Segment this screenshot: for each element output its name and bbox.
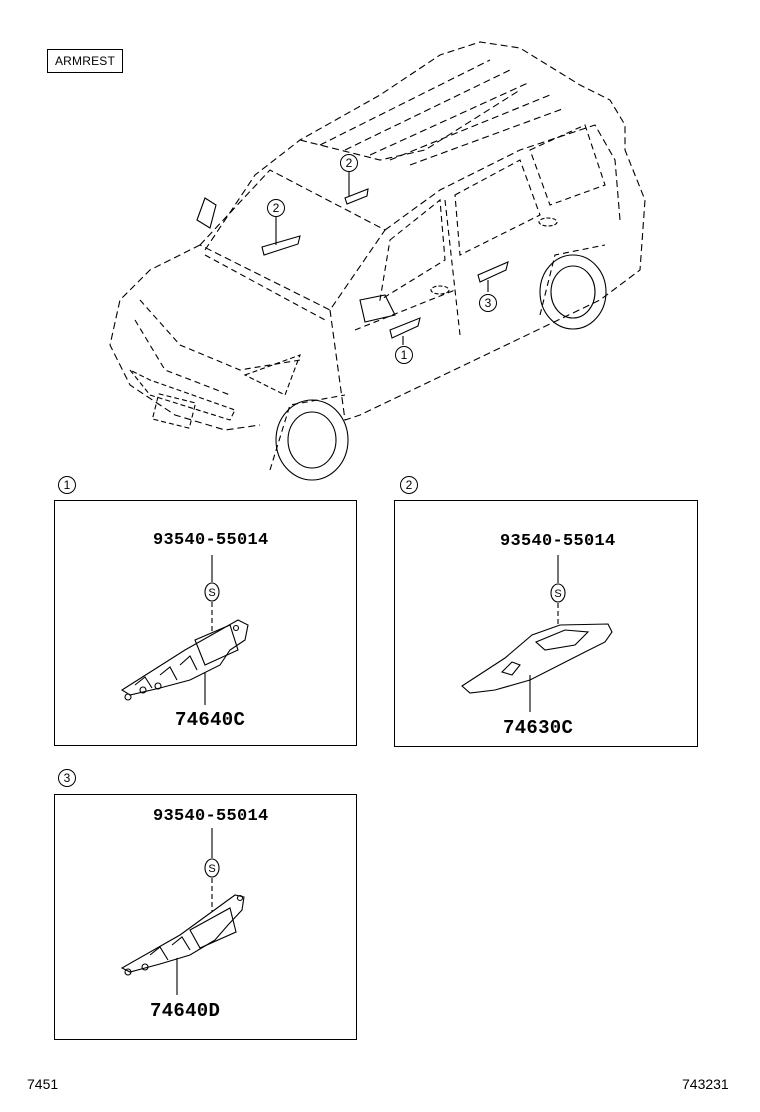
callout-2-roof: 2	[340, 154, 358, 172]
panel-2-screw-symbol	[550, 555, 566, 628]
panel-2-part-number: 74630C	[503, 717, 574, 739]
panel-1-fastener-symbol: S	[208, 587, 215, 599]
panel-3-index: 3	[58, 769, 76, 787]
panel-3-fastener-symbol: S	[208, 863, 215, 875]
footer-right-code: 743231	[682, 1076, 729, 1092]
panel-1-index: 1	[58, 476, 76, 494]
panel-1: 93540-55014 74640C	[54, 500, 357, 746]
panel-3-screw-symbol	[204, 828, 220, 912]
panel-1-screw-symbol	[204, 555, 220, 635]
panel-2-fastener-symbol: S	[554, 588, 561, 600]
panel-1-part-number: 74640C	[175, 709, 246, 731]
callout-1-vehicle: 1	[395, 346, 413, 364]
panel-2: 93540-55014 74630C	[394, 500, 698, 747]
section-tag-armrest: ARMREST	[47, 49, 123, 73]
panel-3-part-number: 74640D	[150, 1000, 221, 1022]
footer-left-code: 7451	[27, 1076, 59, 1092]
panel-3: 93540-55014 74640D	[54, 794, 357, 1040]
callout-3-vehicle: 3	[479, 294, 497, 312]
panel-2-fastener-number: 93540-55014	[500, 532, 616, 551]
callout-2-windshield: 2	[267, 199, 285, 217]
panel-1-switch-part	[120, 619, 249, 705]
panel-2-index: 2	[400, 476, 418, 494]
panel-3-switch-part	[120, 894, 245, 995]
panel-2-switch-part	[461, 623, 613, 712]
panel-3-fastener-number: 93540-55014	[153, 807, 269, 826]
panel-1-fastener-number: 93540-55014	[153, 531, 269, 550]
